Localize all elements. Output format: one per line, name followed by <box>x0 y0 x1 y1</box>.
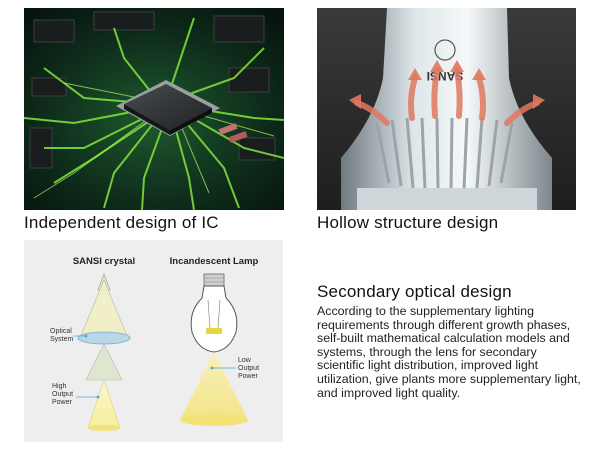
label-high-line2: Output <box>52 391 73 398</box>
crystal-optics <box>77 273 131 431</box>
sansi-crystal-title: SANSI crystal <box>73 256 135 267</box>
label-low-line3: Power <box>238 373 259 380</box>
label-optical-line1: Optical <box>50 328 72 335</box>
label-low-line2: Output <box>238 365 259 372</box>
label-high-line1: High <box>52 383 67 390</box>
label-low-line1: Low <box>238 357 252 364</box>
circuit-board-illustration <box>24 8 284 210</box>
label-high-line3: Power <box>52 399 73 406</box>
ic-caption: Independent design of IC <box>24 213 219 232</box>
incandescent-bulb <box>180 273 248 426</box>
ic-chip-photo <box>24 8 284 210</box>
bulb-illustration: SANSI <box>317 8 576 210</box>
label-optical-line2: System <box>50 336 74 343</box>
optics-comparison-diagram: SANSI crystal Incandescent Lamp Optical … <box>24 240 283 442</box>
optics-diagram-svg: SANSI crystal Incandescent Lamp Optical … <box>50 256 259 431</box>
secondary-optical-title: Secondary optical design <box>317 282 512 301</box>
incandescent-title: Incandescent Lamp <box>170 256 259 267</box>
secondary-optical-body: According to the supplementary lighting … <box>317 304 581 400</box>
bulb-heatsink-photo: SANSI <box>317 8 576 210</box>
hollow-caption: Hollow structure design <box>317 213 499 232</box>
